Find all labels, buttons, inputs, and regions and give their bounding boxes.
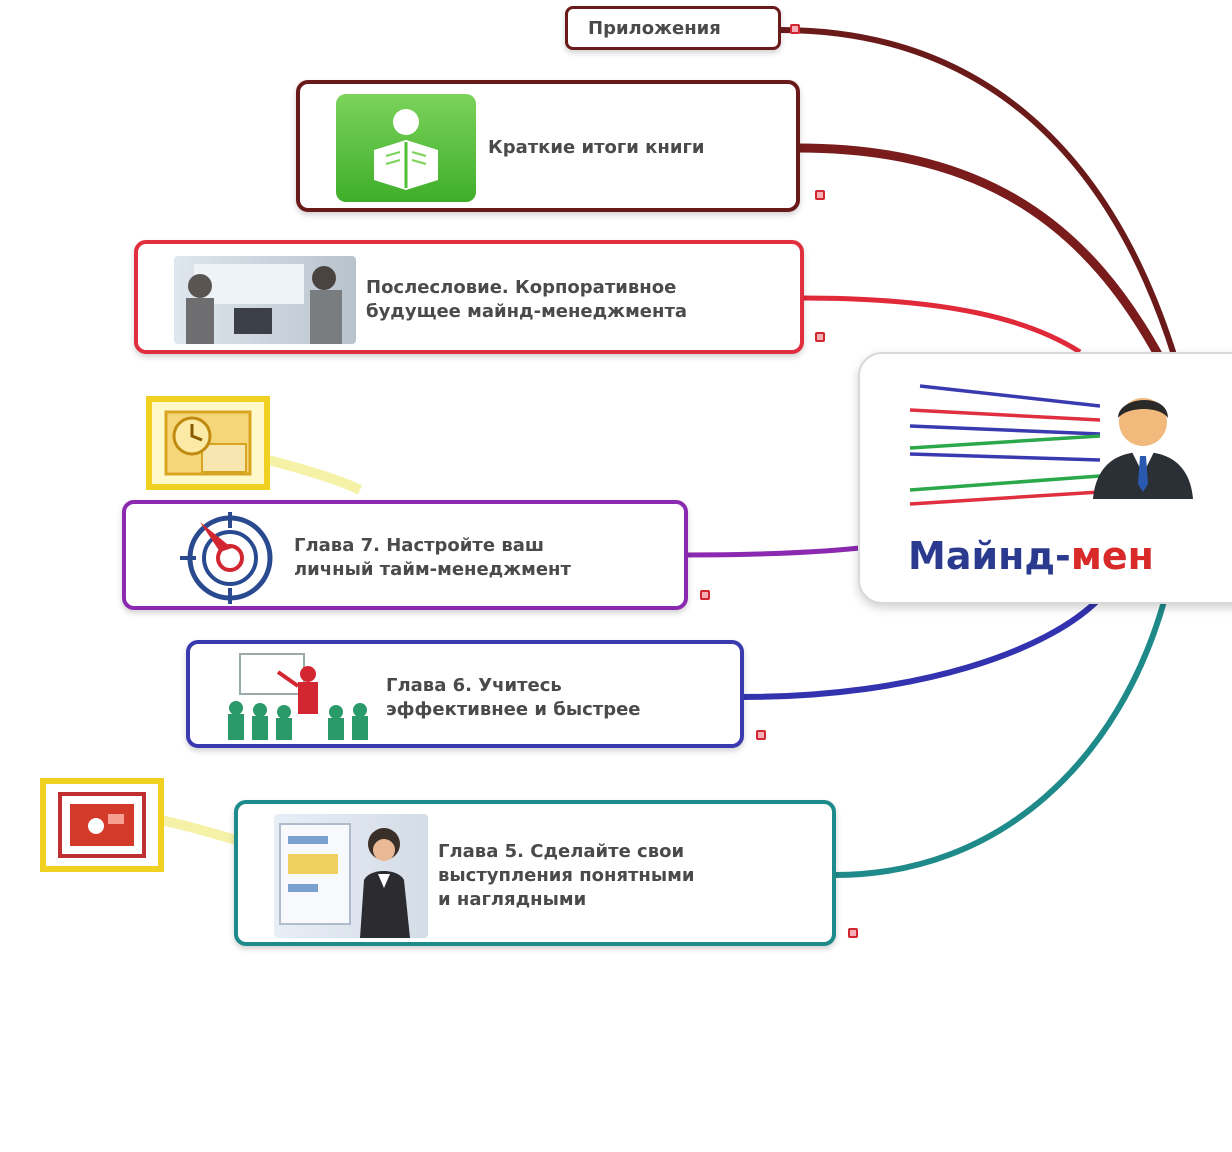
central-topic[interactable]: Майнд-мен [858,352,1232,604]
topic-chapter6[interactable]: Глава 6. Учитесь эффективнее и быстрее [186,640,744,748]
connector-chapter7 [685,545,861,558]
topic-appendix-label: Приложения [588,18,721,39]
link-marker[interactable] [700,590,710,600]
connector-chapter6 [741,595,1103,700]
topic-chapter6-label: Глава 6. Учитесь эффективнее и быстрее [386,675,641,720]
topic-afterword-label: Послесловие. Корпоративное будущее майнд… [366,277,688,322]
link-marker[interactable] [815,190,825,200]
central-topic-title: Майнд-мен [908,534,1154,578]
reading-person-icon [336,94,476,202]
businessman-icon [1093,398,1193,499]
callout-link-chapter5 [159,815,238,845]
link-marker[interactable] [756,730,766,740]
topic-summary[interactable]: Краткие итоги книги [296,80,800,212]
link-marker[interactable] [790,24,800,34]
clock-note-icon[interactable] [146,396,270,490]
connector-summary [797,143,1164,361]
presentation-slide-icon[interactable] [40,778,164,872]
topic-summary-label: Краткие итоги книги [488,137,705,158]
topic-chapter5-label: Глава 5. Сделайте свои выступления понят… [438,841,695,910]
presentation-audience-icon [228,653,368,740]
topic-chapter7[interactable]: Глава 7. Настройте ваш личный тайм-менед… [122,500,688,610]
topic-afterword[interactable]: Послесловие. Корпоративное будущее майнд… [134,240,804,354]
topic-chapter7-label: Глава 7. Настройте ваш личный тайм-менед… [294,535,571,580]
converging-arrows-icon [909,384,1100,506]
link-marker[interactable] [848,928,858,938]
connector-appendix [779,27,1178,359]
target-icon [180,512,273,604]
link-marker[interactable] [815,332,825,342]
callout-link-chapter7 [266,455,363,495]
topic-appendix[interactable]: Приложения [565,6,781,50]
connector-afterword [801,295,1082,355]
office-meeting-photo [174,256,356,344]
connector-chapter5 [834,597,1168,878]
topic-chapter5[interactable]: Глава 5. Сделайте свои выступления понят… [234,800,836,946]
presenter-photo [274,814,428,938]
